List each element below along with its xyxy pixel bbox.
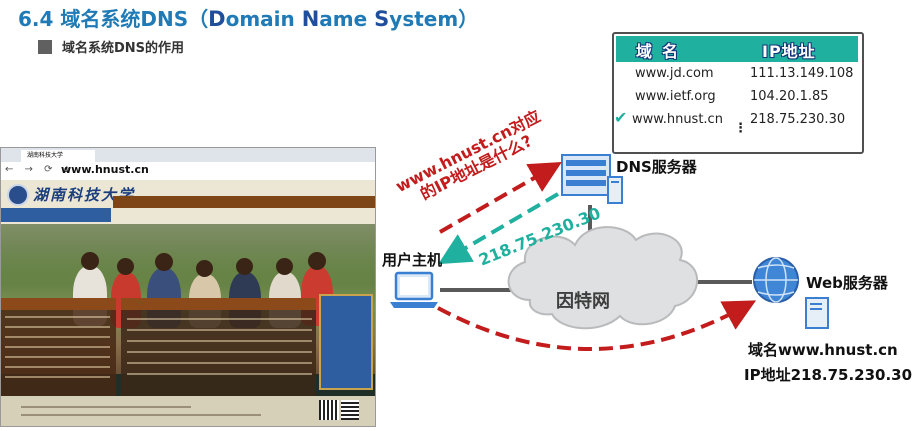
row-ip-highlighted: 218.75.230.30 [750,112,846,127]
student-head [117,258,134,275]
browser-window: 湖南科技大学 ← → ⟳ ⌂ www.hnust.cn 湖南科技大学 [0,147,376,427]
student-head [81,252,99,270]
address-bar[interactable]: www.hnust.cn [61,163,149,176]
student-head [236,258,253,275]
events-line [127,373,312,375]
news-line [5,316,110,318]
site-slogan-bar [1,208,111,222]
user-host-label: 用户主机 [382,251,443,269]
events-line [127,318,312,320]
student-head [196,260,213,277]
events-panel [121,298,316,398]
student-head [276,258,293,275]
row-domain: www.jd.com [635,66,714,81]
university-logo [7,184,29,206]
news-line [5,366,110,368]
laptop-icon [390,271,438,308]
site-nav-bar[interactable] [113,196,375,208]
news-line [5,346,110,348]
footer-line [21,414,261,416]
dns-table-header [616,36,858,62]
qr-code [341,400,359,420]
events-line [127,340,312,342]
site-footer [1,396,375,426]
browser-tab[interactable]: 湖南科技大学 [21,150,95,162]
news-line [5,336,110,338]
row-ip: 104.20.1.85 [750,89,829,104]
events-tabs[interactable] [121,298,316,310]
web-server-ip: IP地址218.75.230.30 [744,366,913,384]
qr-code [319,400,339,420]
events-line [127,362,312,364]
check-icon: ✔ [614,108,628,127]
bullet-square [38,40,52,54]
news-line [5,376,110,378]
news-tabs[interactable] [1,298,116,310]
row-domain-highlighted: www.hnust.cn [632,112,723,127]
web-server-icon [753,257,829,329]
events-line [127,329,312,331]
subtitle: 域名系统DNS的作用 [62,41,185,56]
internet-label: 因特网 [556,291,610,312]
news-line [5,326,110,328]
dns-server-label: DNS服务器 [616,158,697,176]
dns-server-icon [561,154,623,204]
footer-line [21,406,191,408]
student-head [308,252,326,270]
web-server-domain: 域名www.hnust.cn [748,341,898,359]
internet-cloud [507,226,698,330]
site-name: 湖南科技大学 [33,186,136,204]
web-server-label: Web服务器 [806,274,888,292]
side-banner[interactable] [319,294,373,390]
news-line [5,356,110,358]
page-title: 6.4 域名系统DNS（Domain Name System） [18,7,479,31]
browser-nav-icons[interactable]: ← → ⟳ ⌂ [5,164,75,175]
header-domain: 域名 [636,42,689,61]
row-domain: www.ietf.org [635,89,716,104]
row-ip: 111.13.149.108 [750,66,854,81]
events-line [127,351,312,353]
header-ip: IP地址 [762,42,816,61]
student-head [155,253,173,271]
table-ellipsis: ⋮ [734,121,747,136]
web-access-arrow [437,300,757,351]
